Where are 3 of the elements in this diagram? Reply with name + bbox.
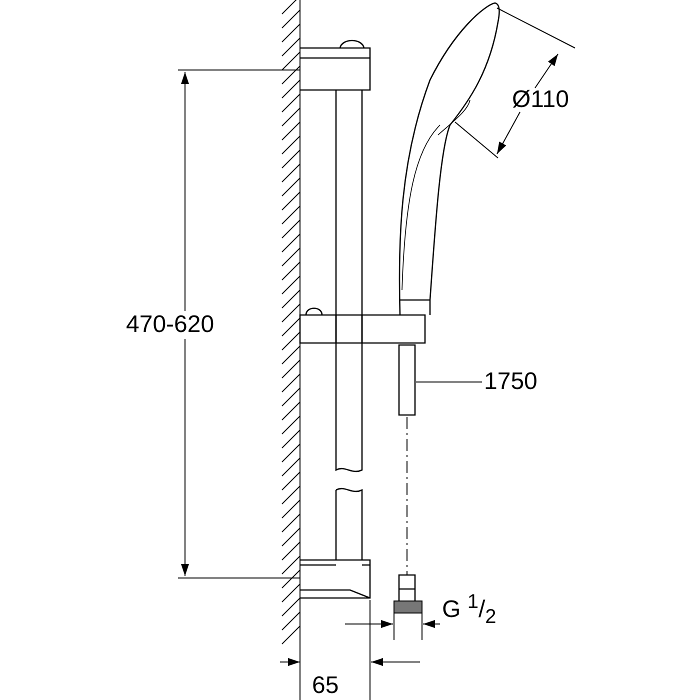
shower-hose-drawing	[393, 343, 423, 615]
height-range-label: 470-620	[124, 311, 216, 339]
diameter-label: Ø110	[511, 86, 570, 114]
